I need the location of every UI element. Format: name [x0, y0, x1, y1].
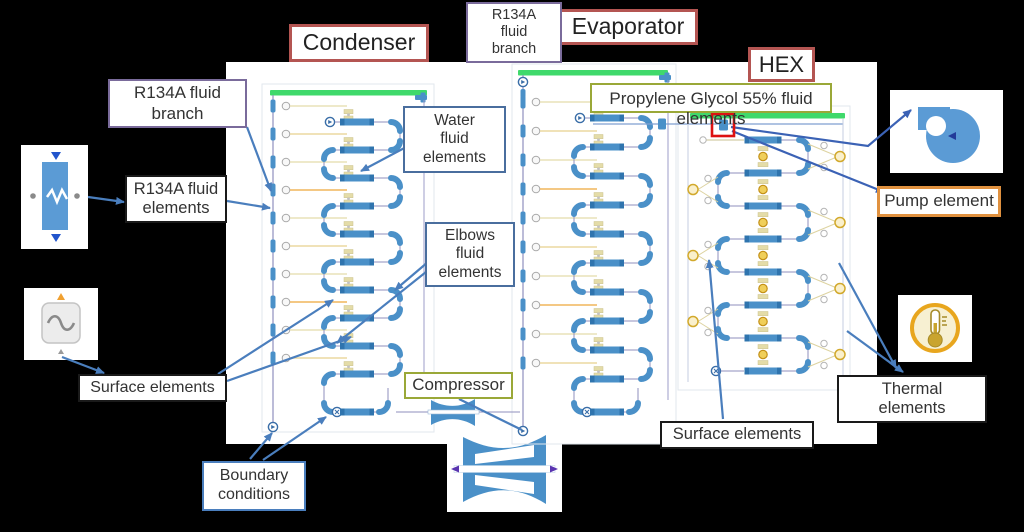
callout-thermal-elements: Thermal elements — [837, 375, 987, 423]
pump-icon — [918, 107, 980, 163]
callout-r134a-branch-top: R134A fluid branch — [466, 2, 562, 63]
thermal-icon — [910, 303, 960, 353]
surface-element-icon — [41, 293, 81, 354]
callout-glycol-fluid-elements: Propylene Glycol 55% fluid elements — [590, 83, 832, 128]
r134a-element-panel — [21, 145, 88, 249]
callout-surface-elements-bottom: Surface elements — [660, 421, 814, 449]
callout-pump-element: Pump element — [877, 186, 1001, 217]
r134a-element-icon — [30, 152, 80, 242]
callout-boundary-conditions: Boundary conditions — [202, 461, 306, 511]
callout-compressor: Compressor — [404, 372, 513, 399]
callout-r134a-fluid-elements: R134A fluid elements — [125, 175, 227, 223]
callout-surface-elements-left: Surface elements — [78, 374, 227, 402]
compressor-icon — [451, 435, 558, 504]
leader-arrow — [87, 195, 125, 205]
compressor-panel — [447, 427, 562, 512]
surface-element-panel — [24, 288, 98, 360]
thermal-panel — [898, 295, 972, 362]
section-title-condenser: Condenser — [289, 24, 429, 62]
section-title-evaporator: Evaporator — [558, 9, 698, 45]
section-title-hex: HEX — [748, 47, 815, 82]
pump-panel — [890, 90, 1003, 173]
sketch-canvas — [226, 62, 877, 444]
callout-water-fluid-elements: Water fluid elements — [403, 106, 506, 173]
callout-r134a-branch-left: R134A fluid branch — [108, 79, 247, 128]
callout-elbows-fluid-elements: Elbows fluid elements — [425, 222, 515, 287]
